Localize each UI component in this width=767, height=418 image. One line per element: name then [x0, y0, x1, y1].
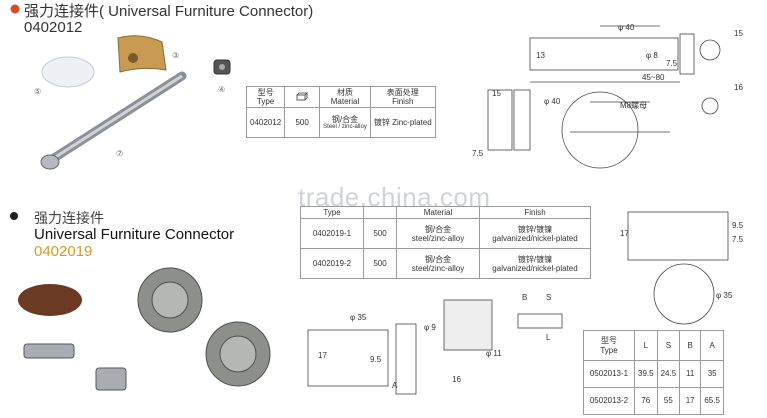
header-finish: Finish — [479, 205, 591, 220]
row-qty: 500 — [284, 107, 321, 139]
row-qty: 500 — [363, 218, 397, 250]
bullet-icon — [8, 2, 22, 21]
product1-code: 0402012 — [24, 19, 83, 36]
svg-text:15: 15 — [734, 29, 743, 38]
product2-code: 0402019 — [34, 243, 93, 260]
svg-text:φ 40: φ 40 — [544, 97, 561, 106]
svg-text:φ 35: φ 35 — [350, 313, 367, 322]
svg-text:15: 15 — [492, 89, 501, 98]
header-a: A — [700, 330, 725, 361]
product1-photo — [40, 35, 231, 170]
callout-5: ⑤ — [34, 87, 41, 96]
row-qty: 500 — [363, 248, 397, 280]
product1-drawing: φ 40 13 φ 8 7.5 45~80 15 16 15 7.5 φ 40 … — [472, 23, 743, 169]
svg-text:9.5: 9.5 — [370, 355, 382, 364]
product2-title-cn: 强力连接件 — [34, 210, 104, 226]
callout-4: ④ — [218, 85, 225, 94]
product2-drawing: φ 35 φ 9 17 9.5 A φ 11 16 B S L 9.5 17 7… — [307, 211, 744, 395]
svg-text:φ 11: φ 11 — [486, 349, 502, 358]
svg-text:13: 13 — [536, 51, 545, 60]
header-s: S — [656, 330, 681, 361]
svg-text:M8螺母: M8螺母 — [620, 100, 647, 110]
svg-text:7.5: 7.5 — [472, 149, 484, 158]
svg-text:A: A — [392, 381, 398, 390]
svg-text:45~80: 45~80 — [642, 73, 665, 82]
svg-text:7.5: 7.5 — [666, 59, 678, 68]
svg-text:16: 16 — [734, 83, 743, 92]
row-l: 39.5 — [634, 360, 658, 388]
header-l: L — [634, 330, 658, 361]
product1-callouts: ⑤ ③ ④ ⑦ — [34, 51, 225, 158]
svg-text:16: 16 — [452, 375, 461, 384]
row-s: 55 — [656, 387, 681, 415]
bullet-icon — [8, 209, 20, 227]
product1-title: 强力连接件( Universal Furniture Connector) — [24, 3, 314, 20]
row-b: 17 — [679, 387, 702, 415]
row-type: 0402012 — [245, 107, 286, 139]
svg-text:φ 35: φ 35 — [716, 291, 733, 300]
callout-3: ③ — [172, 51, 179, 60]
row-finish: 镀锌 Zinc-plated — [369, 107, 436, 139]
row-l: 76 — [634, 387, 658, 415]
header-box-icon — [284, 85, 321, 109]
product2-title-en: Universal Furniture Connector — [34, 226, 235, 243]
row-type: 0502013-1 — [583, 360, 635, 388]
product2-photo — [18, 267, 271, 391]
svg-text:φ 9: φ 9 — [424, 323, 436, 332]
svg-text:B: B — [522, 293, 527, 302]
svg-text:9.5: 9.5 — [732, 221, 744, 230]
svg-text:φ 8: φ 8 — [646, 51, 658, 60]
svg-text:φ 40: φ 40 — [618, 23, 635, 32]
row-type: 0402019-2 — [300, 248, 364, 280]
callout-7: ⑦ — [116, 149, 123, 158]
row-s: 24.5 — [656, 360, 681, 388]
svg-text:7.5: 7.5 — [732, 235, 744, 244]
row-type: 0502013-2 — [583, 387, 635, 415]
row-a: 35 — [700, 360, 725, 388]
header-b: B — [679, 330, 702, 361]
svg-text:S: S — [546, 293, 551, 302]
row-a: 65.5 — [700, 387, 725, 415]
svg-text:17: 17 — [318, 351, 327, 360]
svg-text:L: L — [546, 333, 551, 342]
svg-text:17: 17 — [620, 229, 629, 238]
row-b: 11 — [679, 360, 702, 388]
